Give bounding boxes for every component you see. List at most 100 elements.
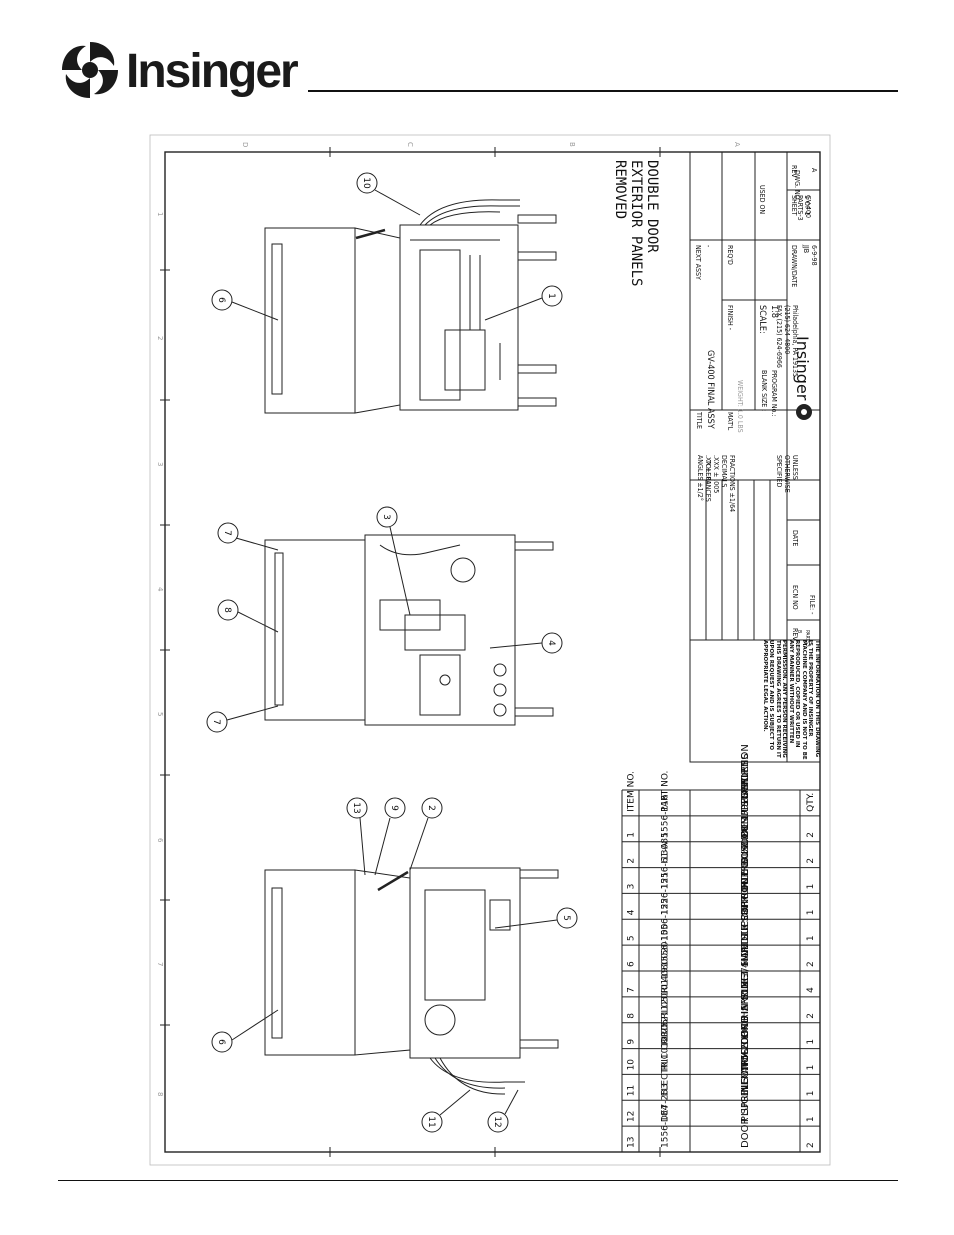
bom-cell: 1 (806, 1039, 816, 1045)
svg-text:9: 9 (389, 805, 399, 811)
bom-cell: 2 (806, 858, 816, 864)
callouts: 10 1 6 7 8 3 4 (206, 172, 578, 1133)
view-middle (264, 534, 554, 726)
insinger-swirl-logo-icon (62, 42, 118, 98)
drawing-title-note: DOUBLE DOOREXTERIOR PANELSREMOVED (612, 160, 660, 286)
svg-text:2: 2 (426, 805, 436, 811)
drawn-date: 6-9-98 (810, 245, 818, 266)
used-on-label: USED ON (758, 185, 766, 214)
bom-cell: 9 (627, 1039, 637, 1045)
zone-number-4: 4 (156, 587, 164, 592)
bom-cell: 1 (806, 1091, 816, 1097)
svg-text:7: 7 (222, 530, 232, 536)
footer-rule (58, 1180, 898, 1181)
bom-cell: I13085 (661, 832, 671, 863)
bom-cell: 1556-61-A (661, 842, 671, 890)
bom-cell: 12 (627, 1111, 637, 1122)
bom-cell: 1 (627, 832, 637, 838)
bom-header-cell: QTY. (806, 793, 816, 812)
callout-5: 5 (494, 907, 578, 929)
callout-12: 12 (487, 1089, 519, 1133)
callout-13: 13 (346, 797, 368, 876)
callout-1: 1 (484, 285, 563, 321)
view-bottom (264, 867, 559, 1095)
bom-cell: S HOOK 1" STAINLESS (740, 753, 751, 863)
title-label: TITLE (695, 411, 703, 429)
rev-label: REV (790, 165, 798, 178)
svg-text:5: 5 (561, 915, 571, 921)
svg-text:12: 12 (492, 1116, 502, 1127)
bom-cell: 1 (806, 884, 816, 890)
callout-4: 4 (489, 632, 563, 654)
bom-cell: 3 (627, 884, 637, 890)
svg-text:4: 4 (546, 640, 556, 646)
zone-number-2: 2 (156, 336, 164, 340)
callout-10: 10 (356, 172, 421, 216)
disclaimer-text: THE INFORMATION ON THIS DRAWING IS THE P… (762, 640, 820, 760)
bom-cell: 10 (627, 1059, 637, 1071)
file-label: FILE: - (808, 595, 816, 614)
zone-letter-c: C (406, 142, 414, 147)
svg-text:6: 6 (216, 1039, 226, 1045)
zone-number-8: 8 (156, 1092, 164, 1096)
bom-cell: 4 (806, 987, 816, 993)
bom-cell: 1556-116 (661, 794, 671, 838)
svg-text:3: 3 (381, 514, 391, 520)
title-block-grid (689, 151, 821, 763)
bom-cell: RL0510119 (661, 967, 671, 1019)
date-column-label: DATE (791, 530, 799, 546)
zone-number-7: 7 (156, 962, 164, 966)
bom-cell: 1 (806, 910, 816, 916)
bom-cell: RT CONTROL BOX SUPPORT (740, 777, 751, 915)
reqd-label: REQ'D (726, 245, 734, 265)
scale-value: 1:8 (769, 305, 779, 318)
bom-cell: 1556-184 (661, 1104, 671, 1148)
svg-text:6: 6 (216, 297, 226, 303)
title-block-text: DWG. NO. GV-400PARTS-3 USED ON DRAWN/DAT… (694, 165, 818, 647)
sheet-label: SHEET (790, 195, 798, 216)
blank-size: BLANK SIZE : (760, 370, 768, 411)
bom-cell: ELECTRIC CORD (740, 1015, 751, 1096)
bom-cell: 13 (627, 1137, 637, 1148)
bom-cell: 2 (806, 961, 816, 967)
ecn-column-label: ECN NO (791, 585, 799, 610)
bom-cell: 5 (627, 935, 637, 941)
callout-6-bottom: 6 (211, 1009, 279, 1053)
bom-cell: PLUG NEMA 5-20P (740, 1032, 751, 1123)
bom-header-cell: ITEM NO. (627, 771, 637, 812)
next-assy-label: NEXT ASSY (694, 245, 702, 280)
callout-9: 9 (374, 797, 406, 876)
drawn-date-label: DRAWN/DATE (790, 245, 798, 287)
bom-cell: LEFT HANDLE SUPPORT (740, 875, 751, 993)
rev-value: A (810, 168, 818, 173)
bom-cell: DE7-283 (661, 1083, 671, 1122)
dwg-no-label: DWG. NO. (793, 170, 801, 201)
bom-header-cell: PART NO. (661, 771, 671, 812)
company-name: Insinger (793, 336, 812, 401)
svg-text:1: 1 (546, 293, 556, 299)
svg-text:7: 7 (211, 719, 221, 725)
bom-cell: 8 (627, 1013, 637, 1019)
scale-label: SCALE: (757, 305, 767, 334)
weight: WEIGHT: 1.0 LBS (736, 380, 744, 433)
bom-cell: SIDE SUPPORT TOP (740, 871, 751, 967)
zone-labels: 1 2 3 4 5 6 7 8 D C B A (156, 142, 741, 1096)
svg-text:8: 8 (222, 607, 232, 613)
header-rule (308, 90, 898, 92)
bom-cell: HANDLE (740, 977, 751, 1018)
bom-cell: PUMP SUPPORT (740, 760, 751, 838)
bom-cell: 1556-121 (661, 872, 671, 915)
callout-11: 11 (421, 1089, 471, 1133)
bom-cell: 7 (627, 987, 637, 993)
callout-2: 2 (409, 797, 443, 871)
zone-letter-b: B (568, 142, 576, 147)
company-address: Philadelphia, PA 19135(215) 624-4800FAX … (775, 305, 799, 377)
bom-cell: LT CONTROL BOX SLIDE (740, 823, 751, 941)
bom-cell: 6 (627, 961, 637, 967)
bom-cell: HOSE LINE IN 5' X 3/4MPT (740, 940, 751, 1070)
bom-cell: 11 (627, 1085, 637, 1096)
callout-3: 3 (376, 506, 411, 616)
zone-number-1: 1 (156, 212, 164, 216)
